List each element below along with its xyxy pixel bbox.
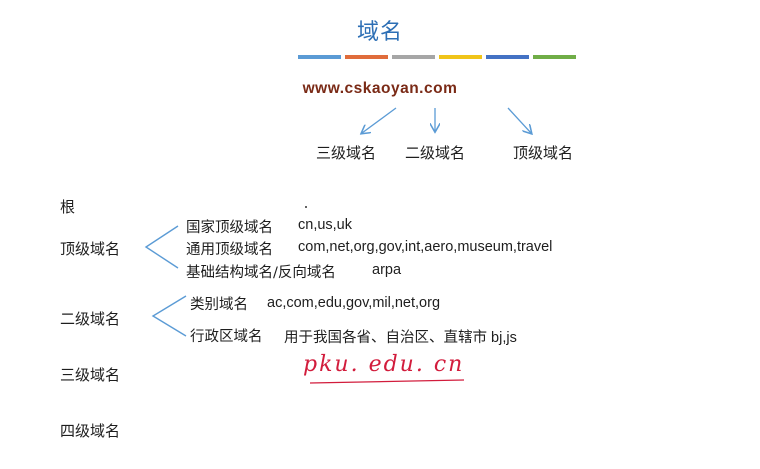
handwritten-example: pku. edu. cn <box>303 352 465 377</box>
regional-domain-name: 行政区域名 <box>190 329 263 345</box>
generic-tld-value: com,net,org,gov,int,aero,museum,travel <box>298 239 553 255</box>
top-level-label: 顶级域名 <box>60 240 121 258</box>
country-tld-value: cn,us,uk <box>298 217 352 233</box>
infrastructure-tld-value: arpa <box>372 262 402 278</box>
color-bar <box>533 55 576 59</box>
arrow-to-top-level <box>507 107 531 133</box>
second-level-part-label: 二级域名 <box>405 144 466 162</box>
color-bar <box>345 55 388 59</box>
page-title: 域名 <box>356 20 403 45</box>
color-bar <box>298 55 341 59</box>
stray-dot <box>305 206 307 208</box>
third-level-part-label: 三级域名 <box>316 144 377 162</box>
color-bar <box>392 55 435 59</box>
country-tld-name: 国家顶级域名 <box>186 220 273 236</box>
fourth-level-label: 四级域名 <box>60 422 121 440</box>
generic-tld-name: 通用顶级域名 <box>186 242 273 258</box>
category-domain-name: 类别域名 <box>190 297 248 313</box>
handwriting-underline <box>309 379 465 384</box>
color-bar-strip <box>298 55 576 60</box>
arrow-to-third-level <box>362 107 397 133</box>
top-level-bracket <box>144 225 179 269</box>
second-level-bracket <box>151 295 187 337</box>
second-level-label: 二级域名 <box>60 310 121 328</box>
top-level-part-label: 顶级域名 <box>513 144 574 162</box>
color-bar <box>486 55 529 59</box>
infrastructure-tld-name: 基础结构域名/反向域名 <box>186 265 336 281</box>
example-domain: www.cskaoyan.com <box>302 80 458 97</box>
third-level-label: 三级域名 <box>60 366 121 384</box>
color-bar <box>439 55 482 59</box>
regional-domain-value: 用于我国各省、自治区、直辖市 bj,js <box>284 330 517 346</box>
root-label: 根 <box>60 198 76 216</box>
category-domain-value: ac,com,edu,gov,mil,net,org <box>267 295 441 311</box>
